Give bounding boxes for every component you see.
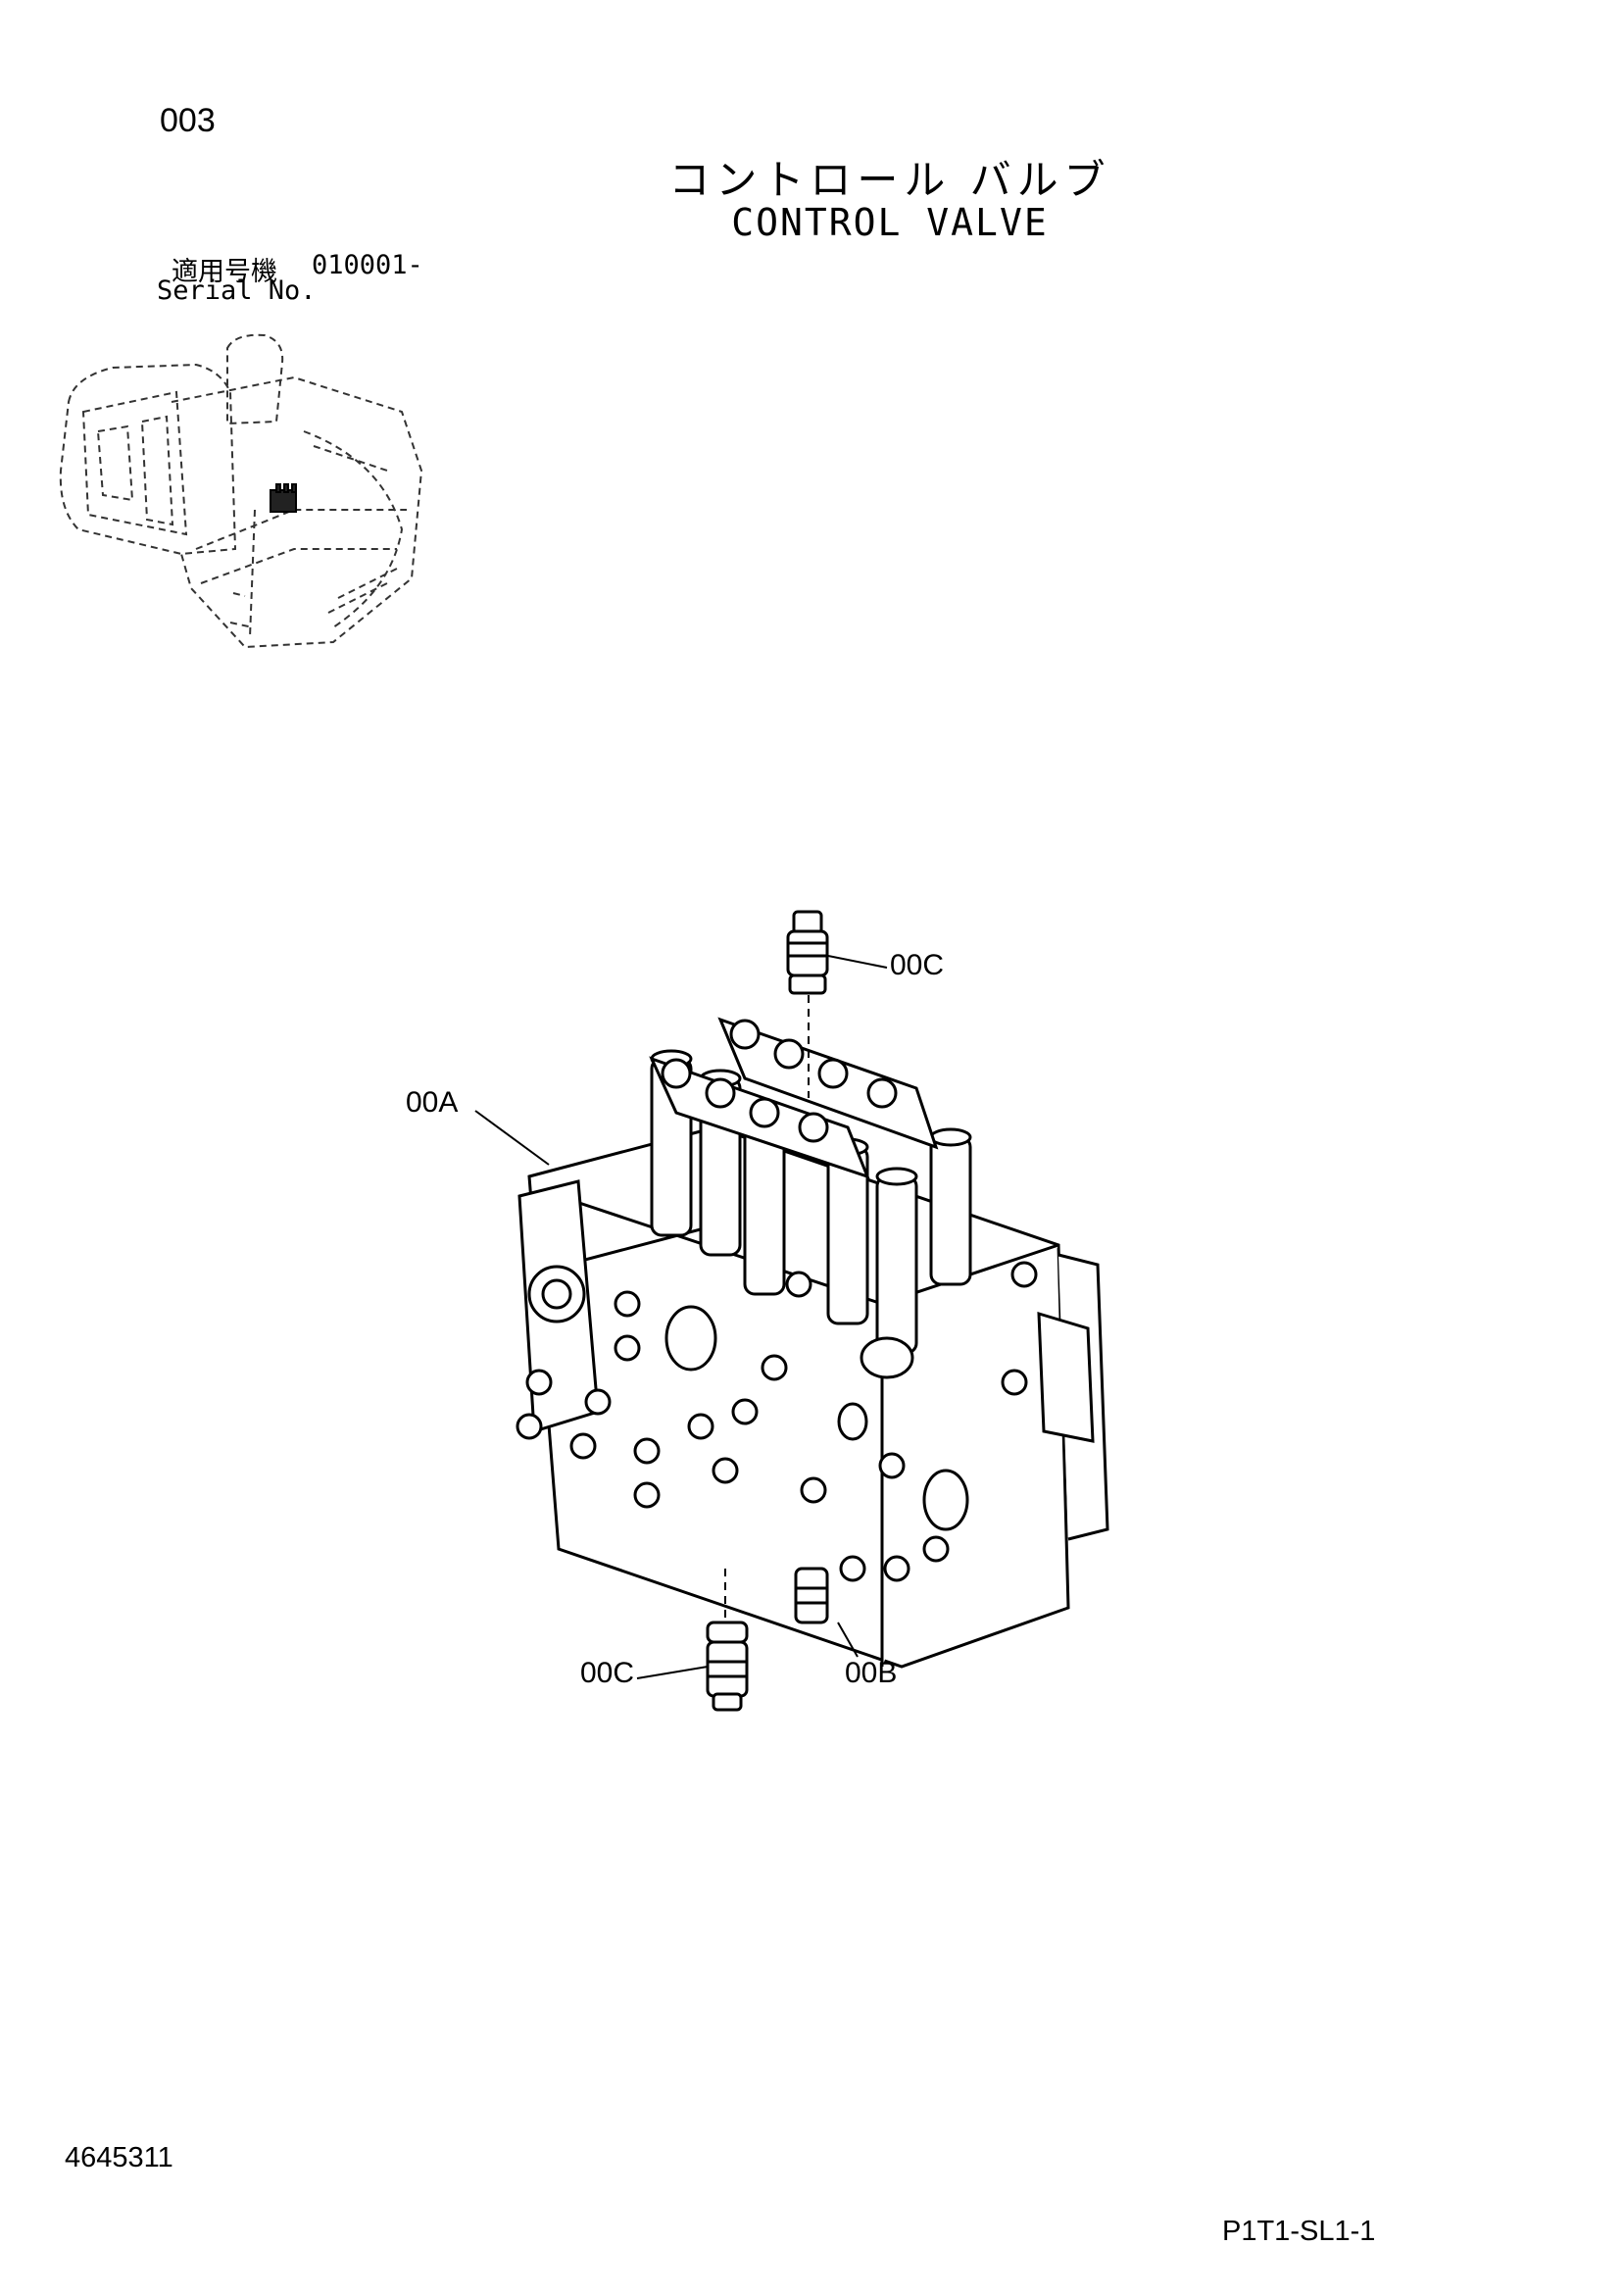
control-valve-drawing <box>516 910 1109 1712</box>
serial-range: 010001- <box>312 250 423 280</box>
upper-plug-00c <box>786 910 829 995</box>
callout-00b: 00B <box>845 1657 898 1689</box>
callout-00c-lower: 00C <box>580 1657 635 1689</box>
port-openings <box>664 1305 969 1531</box>
sheet-code: P1T1-SL1-1 <box>1222 2216 1376 2247</box>
title-japanese: コントロール バルブ <box>668 156 1111 204</box>
lower-fitting-00b <box>794 1567 829 1624</box>
document-number: 4645311 <box>65 2142 173 2173</box>
linkage-bars <box>649 1017 939 1179</box>
excavator-locator-illustration <box>59 333 423 649</box>
bolt-heads <box>516 1261 1038 1582</box>
lower-plug-00c <box>706 1621 749 1712</box>
callout-00a: 00A <box>406 1086 459 1119</box>
leader-lines <box>474 955 888 1679</box>
control-valve-location-marker <box>270 483 297 513</box>
title-english: CONTROL VALVE <box>731 201 1049 244</box>
page-number: 003 <box>160 102 216 139</box>
serial-label-japanese: 適用号機 <box>172 257 277 287</box>
serial-label-english: Serial No. <box>157 275 317 306</box>
callout-00c-upper: 00C <box>890 949 945 981</box>
